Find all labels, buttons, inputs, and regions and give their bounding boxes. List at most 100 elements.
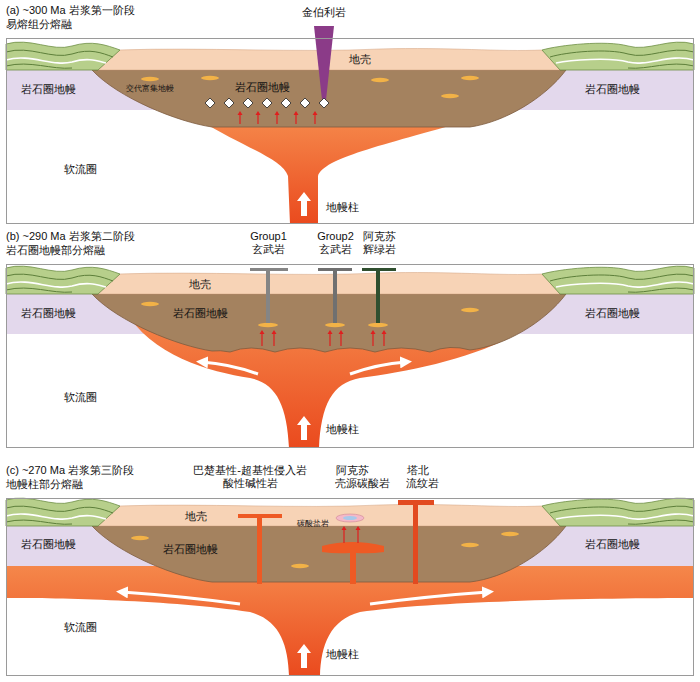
melt-arrow [240, 114, 315, 124]
region-label: 软流圈 [64, 391, 97, 404]
label-holder: 岩石圈地幔 [585, 307, 640, 320]
region-label: 岩石圈地幔 [21, 307, 76, 320]
label-holder: 岩石圈地幔 [21, 307, 76, 320]
label-holder: 地幔柱 [326, 201, 359, 214]
intrusion [322, 542, 384, 584]
label-holder: 塔北 流纹岩 [406, 464, 430, 490]
region-label: 地壳 [185, 510, 207, 523]
panel-heading: (c) ~270 Ma 岩浆第三阶段 地幔柱部分熔融 [6, 464, 137, 492]
region-label: 岩石圈地幔 [173, 307, 228, 320]
upwelling-arrow [297, 644, 311, 668]
region-label: 软流圈 [64, 163, 97, 176]
diamond-symbol [205, 98, 329, 108]
label-holder: 岩石圈地幔 [235, 81, 290, 94]
flow-arrow [122, 592, 240, 604]
enriched-lens [501, 532, 519, 536]
region-label: 地幔柱 [326, 648, 359, 661]
region-label: Group2 玄武岩 [316, 230, 355, 256]
lithospheric-mantle [92, 70, 566, 127]
label-holder: Group1 玄武岩 [249, 230, 288, 256]
label-holder: 地幔柱 [326, 423, 359, 436]
enriched-lens [461, 543, 479, 547]
lithospheric-mantle [92, 526, 566, 582]
upwelling-arrow [297, 192, 311, 216]
label-holder: 碳酸盐岩 [297, 519, 329, 529]
crust-band [6, 498, 694, 526]
melt-arrow [344, 529, 358, 543]
panel-heading: (b) ~290 Ma 岩浆第二阶段 岩石圈地幔部分熔融 [6, 230, 137, 258]
panel-b-art [6, 266, 694, 448]
mantle-plume [200, 120, 470, 224]
label-holder: 阿克苏 辉绿岩 [362, 230, 397, 256]
region-label: 地幔柱 [326, 201, 359, 214]
label-holder: 地壳 [189, 278, 211, 291]
melt-arrow [342, 526, 361, 530]
panel-c-art [6, 498, 694, 676]
enriched-lens [131, 536, 149, 540]
region-label: 巴楚基性-超基性侵入岩 酸性碱性岩 [192, 464, 308, 490]
label-holder: 阿克苏 壳源碳酸岩 [335, 464, 370, 490]
region-label: 岩石圈地幔 [235, 81, 290, 94]
region-label: 软流圈 [64, 621, 97, 634]
region-label: 岩石圈地幔 [585, 538, 640, 551]
label-holder: Group2 玄武岩 [316, 230, 355, 256]
enriched-lens [258, 323, 278, 327]
enriched-lens [325, 323, 345, 327]
enriched-lens [371, 78, 389, 82]
label-holder: 地壳 [349, 53, 371, 66]
region-label: 金伯利岩 [302, 6, 346, 19]
label-holder: 岩石圈地幔 [163, 543, 218, 556]
label-holder: 岩石圈地幔 [585, 83, 640, 96]
label-holder: 金伯利岩 [302, 6, 346, 19]
basalt-dyke [250, 268, 288, 323]
upwelling-arrow [297, 416, 311, 440]
label-holder: 岩石圈地幔 [173, 307, 228, 320]
region-label: 碳酸盐岩 [297, 519, 329, 529]
region-label: 岩石圈地幔 [585, 83, 640, 96]
label-holder: 地壳 [185, 510, 207, 523]
melt-arrow [262, 333, 384, 346]
label-holder: 软流圈 [64, 163, 97, 176]
label-holder: 岩石圈地幔 [585, 538, 640, 551]
carbonate-lens [343, 516, 357, 520]
label-holder: 岩石圈地幔 [21, 83, 76, 96]
carbonatite-lens [336, 514, 364, 522]
region-label: 岩石圈地幔 [585, 307, 640, 320]
enriched-lens [291, 564, 309, 568]
label-holder: 软流圈 [64, 391, 97, 404]
enriched-lens [141, 76, 479, 98]
region-label: 岩石圈地幔 [163, 543, 218, 556]
label-holder: 地幔柱 [326, 648, 359, 661]
enriched-lens [141, 302, 479, 327]
label-holder: 软流圈 [64, 621, 97, 634]
panel-frame: (a) ~300 Ma 岩浆第一阶段 易熔组分熔融 [6, 38, 694, 224]
region-label: 岩石圈地幔 [21, 538, 76, 551]
panel-a-art [6, 26, 694, 224]
basalt-dyke [318, 268, 352, 323]
enriched-lens [461, 308, 479, 312]
region-label: 交代富集地幔 [126, 84, 174, 94]
region-label: 岩石圈地幔 [21, 83, 76, 96]
lithospheric-mantle [92, 294, 566, 352]
region-label: 地幔柱 [326, 423, 359, 436]
region-label: 地壳 [189, 278, 211, 291]
region-label: Group1 玄武岩 [249, 230, 288, 256]
panel-frame: (b) ~290 Ma 岩浆第二阶段 岩石圈地幔部分熔融 [6, 264, 694, 448]
diabase-dyke [362, 268, 396, 323]
flow-arrow [350, 362, 406, 374]
enriched-lens [201, 76, 219, 80]
enriched-lens [141, 302, 159, 306]
label-holder: 交代富集地幔 [126, 84, 174, 94]
region-label: 阿克苏 壳源碳酸岩 [335, 464, 370, 490]
melt-arrow [260, 330, 387, 334]
flow-arrow [202, 362, 258, 374]
flow-arrow [370, 592, 488, 604]
intrusion [238, 514, 282, 584]
label-holder: 岩石圈地幔 [21, 538, 76, 551]
region-label: 阿克苏 辉绿岩 [362, 230, 397, 256]
rhyolite-dyke [398, 500, 434, 584]
enriched-lens [368, 323, 388, 327]
label-holder: 巴楚基性-超基性侵入岩 酸性碱性岩 [192, 464, 308, 490]
